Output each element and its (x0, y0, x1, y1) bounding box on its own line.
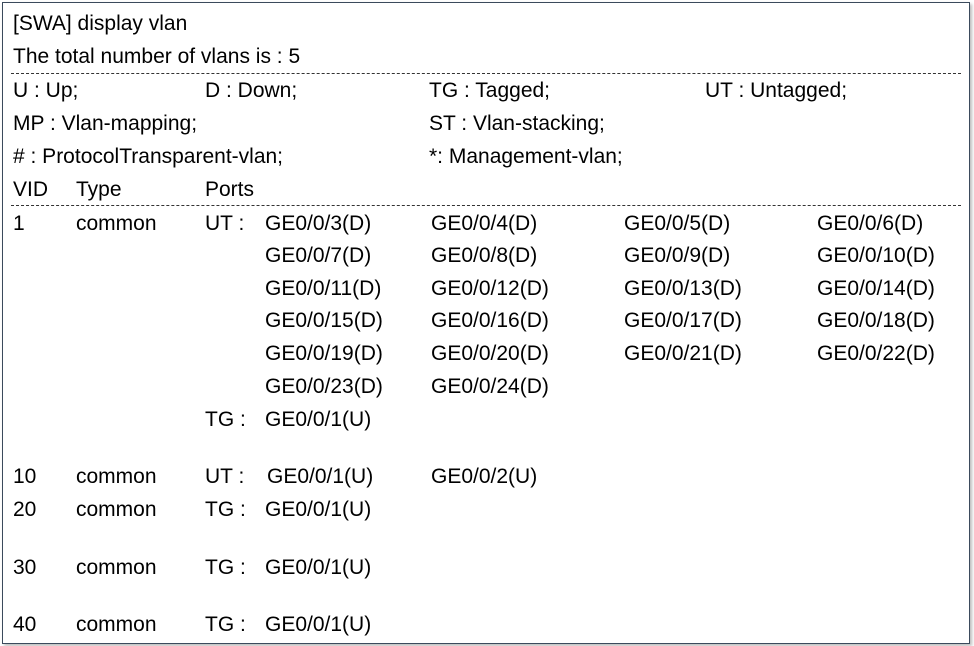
port-entry: GE0/0/12(D) (431, 277, 549, 300)
legend-down: D : Down; (205, 79, 298, 102)
separator-top (11, 73, 961, 74)
port-entry: GE0/0/13(D) (624, 277, 742, 300)
vlan-1-vid: 1 (13, 212, 25, 235)
port-entry: GE0/0/4(D) (431, 212, 538, 235)
port-entry: GE0/0/22(D) (817, 342, 935, 365)
port-entry: GE0/0/15(D) (265, 309, 383, 332)
vlan-total-line: The total number of vlans is : 5 (13, 45, 301, 68)
legend-transparent: # : ProtocolTransparent-vlan; (13, 145, 284, 168)
vlan-40-type: common (76, 613, 157, 636)
port-entry: GE0/0/5(D) (624, 212, 731, 235)
header-ports: Ports (205, 178, 255, 201)
vlan-1-tg-label: TG : (205, 408, 246, 431)
vlan-30-tg-label: TG : (205, 556, 246, 579)
port-entry: GE0/0/16(D) (431, 309, 549, 332)
port-entry: GE0/0/11(D) (265, 277, 382, 300)
legend-management: *: Management-vlan; (429, 145, 623, 168)
header-type: Type (76, 178, 122, 201)
port-entry: GE0/0/8(D) (431, 244, 538, 267)
vlan-1-type: common (76, 212, 157, 235)
port-entry: GE0/0/1(U) (265, 498, 372, 521)
legend-stacking: ST : Vlan-stacking; (429, 112, 605, 135)
vlan-30-type: common (76, 556, 157, 579)
legend-mapping: MP : Vlan-mapping; (13, 112, 198, 135)
command-line: [SWA] display vlan (13, 12, 188, 35)
vlan-40-tg-label: TG : (205, 613, 246, 636)
header-vid: VID (13, 178, 49, 201)
port-entry: GE0/0/20(D) (431, 342, 549, 365)
port-entry: GE0/0/6(D) (817, 212, 924, 235)
vlan-10-type: common (76, 465, 157, 488)
port-entry: GE0/0/2(U) (431, 465, 538, 488)
port-entry: GE0/0/1(U) (265, 613, 372, 636)
port-entry: GE0/0/23(D) (265, 375, 383, 398)
vlan-20-tg-label: TG : (205, 498, 246, 521)
vlan-20-type: common (76, 498, 157, 521)
port-entry: GE0/0/10(D) (817, 244, 935, 267)
legend-tagged: TG : Tagged; (429, 79, 551, 102)
separator-header (11, 205, 961, 206)
vlan-20-vid: 20 (13, 498, 37, 521)
port-entry: GE0/0/3(D) (265, 212, 372, 235)
vlan-1-ut-label: UT : (205, 212, 245, 235)
port-entry: GE0/0/18(D) (817, 309, 935, 332)
port-entry: GE0/0/9(D) (624, 244, 731, 267)
vlan-40-vid: 40 (13, 613, 37, 636)
legend-up: U : Up; (13, 79, 79, 102)
vlan-10-ut-label: UT : (205, 465, 245, 488)
port-entry: GE0/0/1(U) (265, 408, 372, 431)
port-entry: GE0/0/19(D) (265, 342, 383, 365)
port-entry: GE0/0/17(D) (624, 309, 742, 332)
vlan-30-vid: 30 (13, 556, 37, 579)
port-entry: GE0/0/24(D) (431, 375, 549, 398)
port-entry: GE0/0/21(D) (624, 342, 742, 365)
port-entry: GE0/0/1(U) (267, 465, 374, 488)
vlan-10-vid: 10 (13, 465, 37, 488)
port-entry: GE0/0/1(U) (265, 556, 372, 579)
legend-untagged: UT : Untagged; (705, 79, 848, 102)
port-entry: GE0/0/7(D) (265, 244, 372, 267)
port-entry: GE0/0/14(D) (817, 277, 935, 300)
